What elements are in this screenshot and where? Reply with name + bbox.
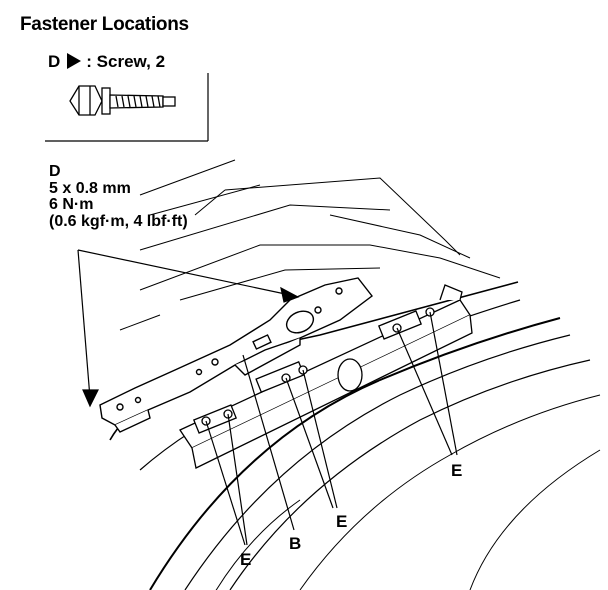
right-triangle-icon bbox=[67, 53, 82, 69]
spec-torque-nm: 6 N·m bbox=[49, 196, 94, 213]
spec-torque-alt: (0.6 kgf·m, 4 lbf·ft) bbox=[49, 212, 188, 230]
label-b: B bbox=[289, 534, 302, 553]
screw-detail-frame bbox=[45, 73, 209, 142]
fastener-letter: D bbox=[48, 51, 61, 71]
label-leader-lines bbox=[205, 311, 458, 546]
spec-letter: D bbox=[49, 163, 61, 180]
bracket-b bbox=[99, 277, 373, 433]
label-e-mid: E bbox=[336, 512, 348, 531]
screw-illustration bbox=[69, 85, 176, 116]
page-title: Fastener Locations bbox=[20, 14, 189, 35]
mounting-rail bbox=[179, 284, 473, 469]
spec-size: 5 x 0.8 mm bbox=[49, 179, 131, 197]
fastener-description: : Screw, 2 bbox=[86, 51, 166, 71]
label-e-right: E bbox=[451, 461, 463, 480]
fastener-spec: D 5 x 0.8 mm 6 N·m (0.6 kgf·m, 4 lbf·ft) bbox=[49, 163, 188, 230]
d-leader-lines bbox=[77, 249, 300, 408]
fastener-legend: D : Screw, 2 bbox=[48, 51, 165, 71]
label-e-left: E bbox=[240, 550, 252, 569]
